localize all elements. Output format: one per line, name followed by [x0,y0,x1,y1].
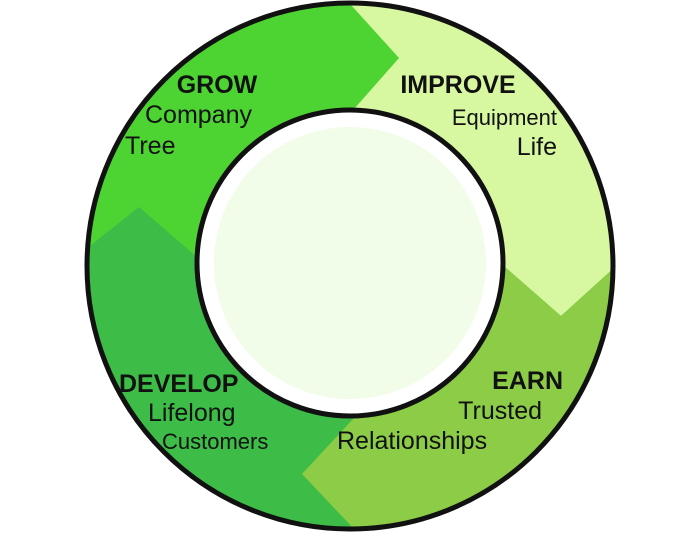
improve-line2: Life [517,133,557,161]
develop-line2: Customers [162,429,268,454]
earn-title: EARN [492,367,563,395]
grow-line2: Tree [125,132,175,160]
develop-title: DEVELOP [119,370,238,398]
earn-line2: Relationships [337,427,487,455]
improve-title: IMPROVE [400,71,515,99]
outer-ring-border [84,0,616,532]
develop-line1: Lifelong [148,399,236,427]
improve-line1: Equipment [452,105,557,130]
earn-line1: Trusted [458,397,542,425]
grow-title: GROW [177,71,258,99]
center-fill [214,127,486,399]
grow-line1: Company [145,101,252,129]
